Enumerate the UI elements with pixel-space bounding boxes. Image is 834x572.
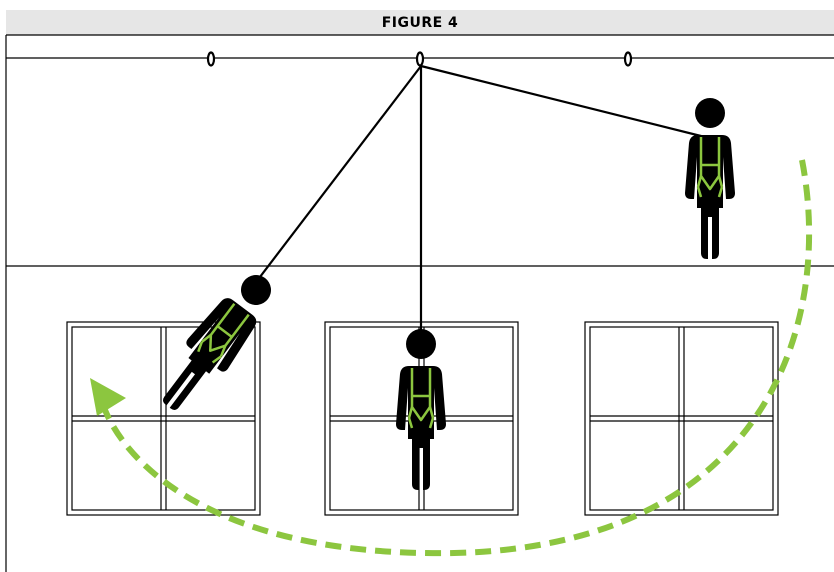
anchor-ring-center [415,51,425,67]
anchor-ring-left [206,51,216,67]
figure-title: FIGURE 4 [381,14,459,31]
arrow-head [90,378,126,416]
anchor-ring-right [623,51,633,67]
swing-fall-arc-arrow [90,159,813,557]
worker-hanging-plumb [394,327,448,492]
window-right [584,321,779,516]
title-bar: FIGURE 4 [6,10,834,35]
lanyard-to-roof-worker [420,64,706,139]
lanyards [249,64,706,335]
worker-swinging [146,261,287,423]
lanyard-to-swinging-worker [249,65,422,291]
worker-on-roof [683,96,737,261]
anchor-rings [206,51,633,67]
